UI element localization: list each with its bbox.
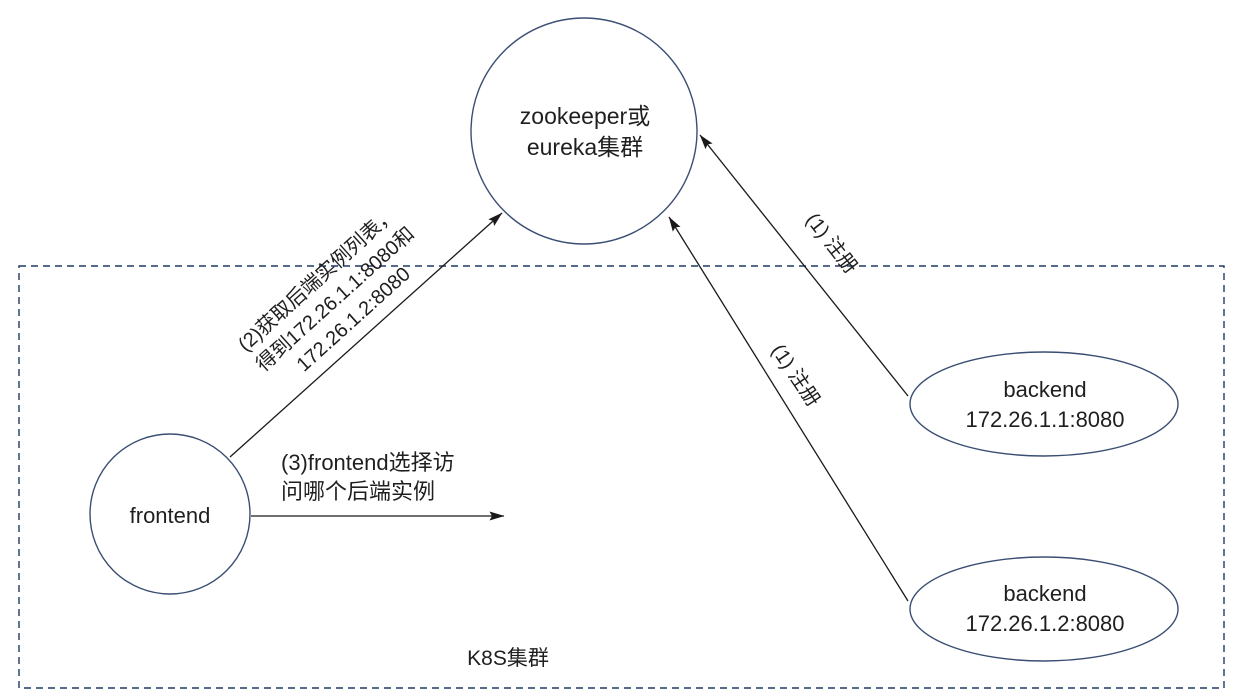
fetch-instances-arrow bbox=[229, 212, 503, 458]
k8s-cluster-label: K8S集群 bbox=[467, 646, 549, 670]
backend2-node-label: backend 172.26.1.2:8080 bbox=[965, 581, 1125, 636]
k8s-cluster-boundary bbox=[18, 265, 1225, 689]
registry-node-label: zookeeper或 eureka集群 bbox=[519, 103, 651, 160]
choose-backend-edge-label: (3)frontend选择访 问哪个后端实例 bbox=[281, 450, 455, 504]
backend2-node-ellipse bbox=[909, 556, 1179, 662]
registry-node-circle bbox=[470, 17, 698, 245]
register-arrow-backend2 bbox=[668, 216, 909, 602]
backend1-node-ellipse bbox=[909, 351, 1179, 457]
frontend-node-label: frontend bbox=[129, 503, 211, 529]
register-arrow-backend1 bbox=[699, 134, 909, 397]
backend1-node-label: backend 172.26.1.1:8080 bbox=[965, 377, 1125, 432]
frontend-node-circle bbox=[89, 433, 251, 595]
